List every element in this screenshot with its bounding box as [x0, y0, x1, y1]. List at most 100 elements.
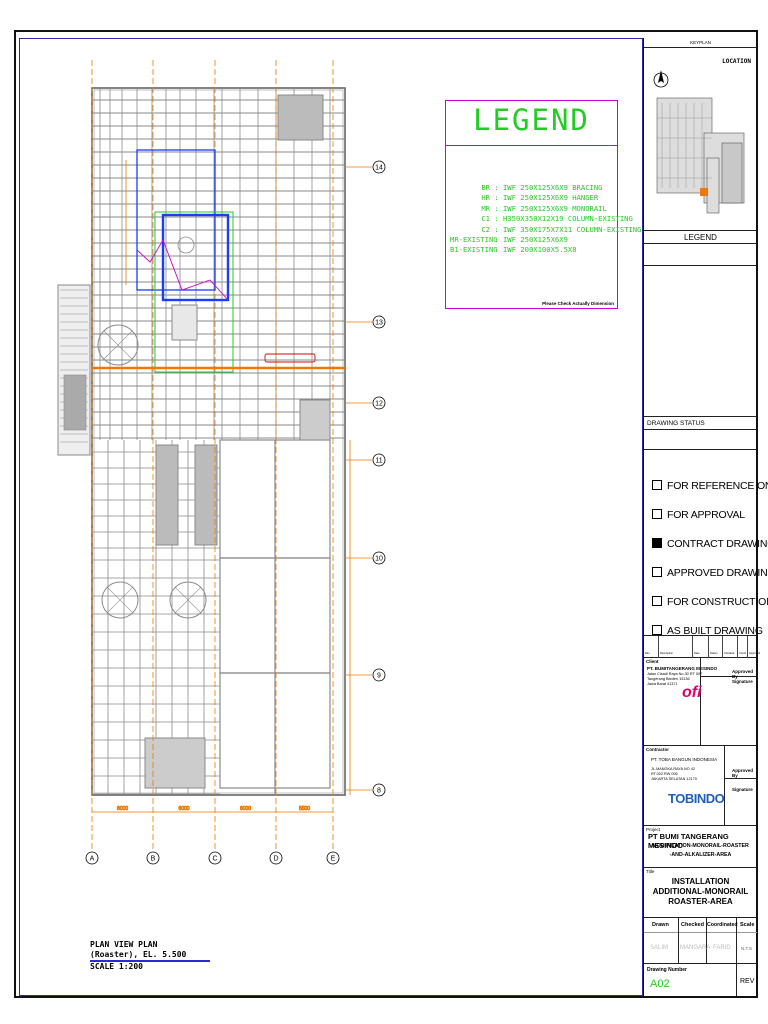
monorail-beam: [161, 213, 230, 302]
checkbox-icon[interactable]: [652, 509, 662, 519]
equipment-block: [171, 304, 198, 341]
legend-item-desc: H350X350X12X19 COLUMN-EXISTING: [502, 214, 633, 224]
sign-off-divider-1: [678, 918, 679, 964]
status-option-label: FOR APPROVAL: [667, 509, 745, 521]
legend-item-code: HR: [481, 193, 490, 203]
checked-label: Checked: [681, 922, 704, 928]
grid-bubble-label: 8: [377, 788, 381, 795]
status-option[interactable]: AS BUILT DRAWING: [652, 625, 763, 637]
tobindo-logo: TOBINDO: [668, 791, 725, 806]
checkbox-icon[interactable]: [652, 480, 662, 490]
legend-item-desc: IWF 250X125X6X9: [502, 235, 568, 245]
grid-bubble-label: 9: [377, 673, 381, 680]
tank-cross: [175, 587, 201, 613]
client-signature-label: Signature: [732, 679, 753, 684]
legend-item-desc: IWF 250X125X6X9 BRACING: [502, 183, 603, 192]
legend-item-code: BR: [481, 183, 490, 192]
checkbox-icon[interactable]: [652, 538, 662, 548]
bay-dimension: 5500: [299, 806, 310, 812]
equipment-block: [277, 94, 324, 141]
ofi-logo: ofi: [682, 684, 702, 701]
grid-bubble-row: 14: [372, 160, 386, 174]
callout-tag: [264, 353, 316, 363]
legend-empty-cell: [644, 244, 757, 450]
legend-item: MR : IWF 250X125X6X9 MONORAIL: [450, 204, 615, 214]
legend-item-code: B1-EXISTING: [450, 245, 498, 255]
scale-label: Scale: [740, 922, 755, 928]
project-cell: Project PT BUMI TANGERANG MESINDO MODIFI…: [644, 826, 757, 868]
plan-scale: SCALE 1:200: [90, 962, 143, 971]
drawing-title: INSTALLATION ADDITIONAL-MONORAIL ROASTER…: [644, 877, 757, 907]
tank-cross: [103, 330, 133, 360]
checkbox-icon[interactable]: [652, 625, 662, 635]
grid-bubble-circle: [372, 668, 386, 682]
panel-outline: [219, 672, 331, 789]
drawn-value: SALIM: [650, 945, 669, 951]
sign-off-cell: Drawn Checked Coordinated Scale SALIM MA…: [644, 918, 757, 964]
project-label: Project: [646, 827, 661, 832]
drawing-number: A02: [650, 978, 670, 990]
contractor-name: PT. TOBA BANGUN INDONESIA: [651, 757, 718, 762]
grid-bubble-column: E: [326, 851, 340, 865]
grid-bubble-label: E: [331, 856, 336, 863]
address-line: JL.MANGKA RAYA NO 42: [651, 767, 695, 771]
revision-header: Coord: [739, 652, 747, 655]
location-label: LOCATION: [722, 58, 751, 65]
monorail-members: [92, 149, 345, 373]
client-cell: Client PT. BUMITANGERANG MESINDO Jalan C…: [644, 658, 758, 746]
revision-header: Approved: [749, 652, 761, 655]
grid-bubble-label: B: [151, 856, 156, 863]
plan-caption-title: PLAN VIEW PLAN (Roaster), EL. 5.500: [90, 940, 210, 962]
legend-item-desc: IWF 250X125X6X9 HANGER: [502, 193, 599, 203]
revision-header: Checked: [724, 652, 735, 655]
grid-bubble-circle: [326, 851, 340, 865]
status-option[interactable]: FOR APPROVAL: [652, 509, 745, 521]
status-option[interactable]: FOR CONSTRUCTION: [652, 596, 768, 608]
keyplan-cell: LOCATION: [644, 48, 757, 266]
drawing-number-cell: Drawing Number A02 REV: [644, 964, 757, 996]
legend-item: B1-EXISTING : IWF 200X100X5.5X8: [450, 245, 577, 255]
checkbox-icon[interactable]: [652, 567, 662, 577]
status-option[interactable]: APPROVED DRAWING: [652, 567, 768, 579]
tank-circle: [97, 324, 139, 366]
grid-bubble-column: D: [269, 851, 283, 865]
status-option[interactable]: CONTRACT DRAWING: [652, 538, 768, 550]
status-option[interactable]: FOR REFERENCE ONLY: [652, 480, 768, 492]
revision-column-line: [737, 636, 738, 658]
status-option-label: CONTRACT DRAWING: [667, 538, 768, 550]
coordinated-value: FARID: [713, 945, 731, 951]
grid-bubble-label: 10: [375, 556, 383, 563]
grid-bubble-label: 12: [375, 401, 383, 408]
drawing-number-label: Drawing Number: [647, 967, 688, 973]
contractor-signature-label: Signature: [732, 787, 753, 792]
title-label: Title: [646, 869, 655, 874]
checkbox-icon[interactable]: [652, 596, 662, 606]
legend-item: C2 : IWF 350X175X7X11 COLUMN-EXISTING: [450, 225, 641, 235]
project-sub-line-1: MODIFICATION-MONORAIL-ROASTER: [652, 843, 749, 849]
scale-value: N.T.S: [741, 946, 753, 951]
contractor-approved-by-label: Approved By: [732, 768, 754, 778]
revision-header: Date: [694, 652, 700, 655]
status-option-label: FOR REFERENCE ONLY: [667, 480, 768, 492]
equipment-circle: [177, 236, 195, 254]
grid-bubble-circle: [208, 851, 222, 865]
drawing-sheet-border: [14, 30, 758, 998]
keyplan-thumbnail: [653, 70, 745, 214]
coordinated-label: Coordinated: [707, 922, 738, 928]
grid-bubble-label: C: [212, 856, 217, 863]
revision-column-line: [708, 636, 709, 658]
keyplan-header: KEYPLAN: [644, 38, 757, 48]
address-line: Jalan Cisadi Raya No.30 RT 007: [647, 672, 703, 676]
contractor-label: Contractor: [646, 747, 670, 752]
grid-bubble-circle: [372, 160, 386, 174]
grid-bubble-circle: [269, 851, 283, 865]
legend-title: LEGEND: [473, 103, 590, 137]
title-block-legend-label: LEGEND: [684, 233, 717, 242]
grid-bubble-label: 13: [375, 320, 383, 327]
plan-caption: PLAN VIEW PLAN (Roaster), EL. 5.500 SCAL…: [90, 940, 210, 972]
building-outline: [91, 87, 346, 796]
legend-item: MR-EXISTING : IWF 250X125X6X9: [450, 235, 568, 245]
